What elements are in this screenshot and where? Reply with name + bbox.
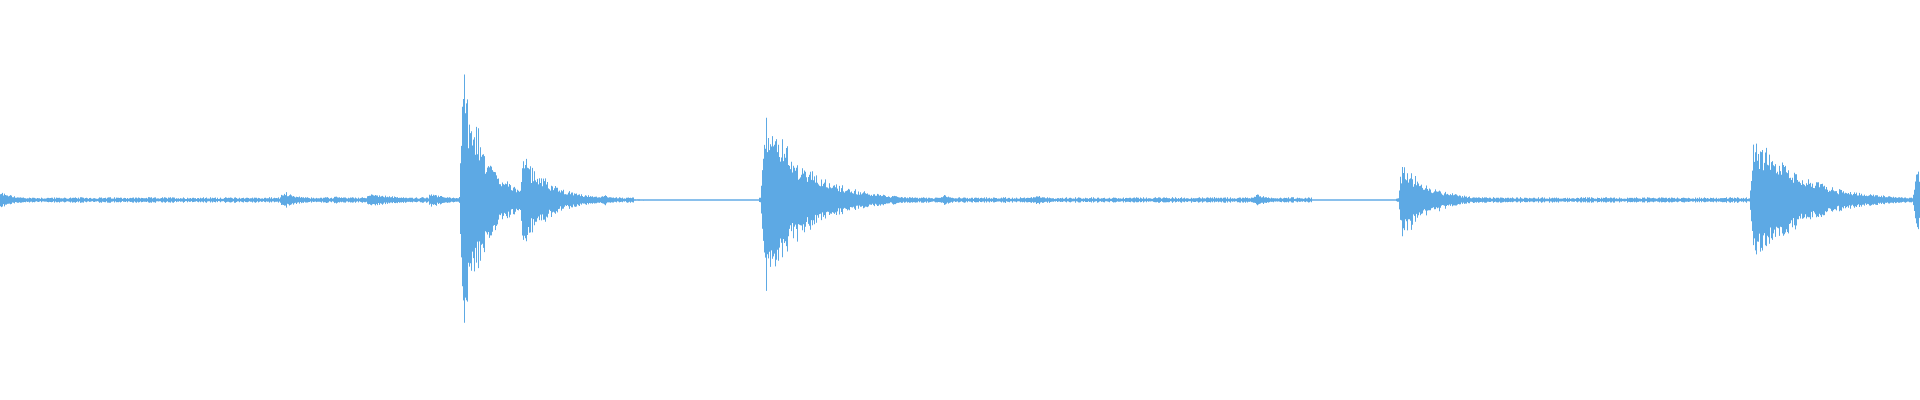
waveform-bars	[0, 74, 1920, 323]
